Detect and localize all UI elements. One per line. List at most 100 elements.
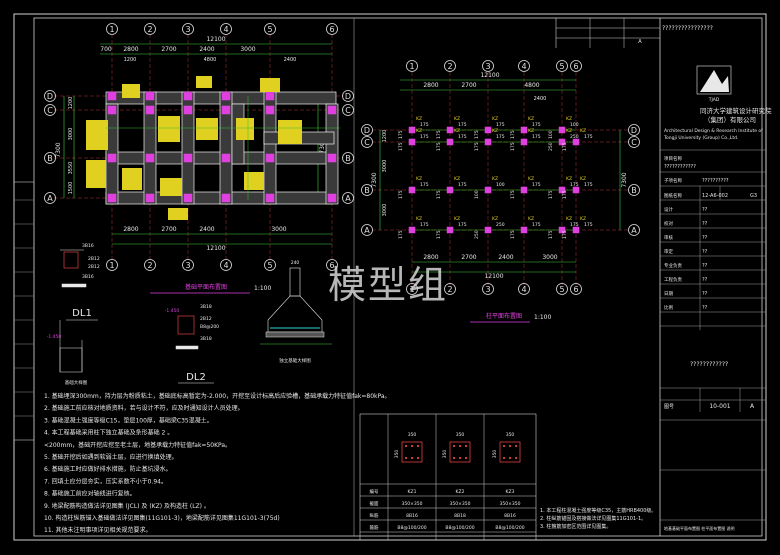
column-pad	[221, 193, 231, 203]
table-note-2: 2. 柱纵筋锚固及搭接做法详见图集11G101-1。	[540, 515, 646, 522]
r-axis-left-C: C	[364, 138, 370, 147]
r-axis-bottom-4-bubble	[518, 283, 530, 295]
col-dim: 175	[436, 230, 442, 239]
r-dim-bottom-overall: 12100	[484, 273, 503, 280]
note-line-10: 9. 地梁配筋构造做法详见图集 (JCL) 及 (KZ) 及构造柱 (LZ) 。	[44, 502, 210, 510]
r-axis-bottom-6: 6	[573, 285, 578, 294]
table-row-label: 纵筋	[370, 512, 379, 519]
rebar-dot	[410, 444, 414, 448]
dl1-bar: 3B16	[82, 243, 94, 249]
rebar-note	[196, 118, 218, 140]
dim-bottom-3: 3000	[271, 226, 286, 233]
footing-column	[289, 267, 301, 297]
r-axis-left-A: A	[364, 226, 370, 235]
col-tag: KZ	[492, 176, 498, 182]
axis-bottom-1-bubble	[106, 259, 118, 271]
dl2-section	[177, 315, 195, 335]
r-axis-top-2-bubble	[444, 60, 456, 72]
dim-top-2: 2700	[161, 46, 176, 53]
col-tag: KZ	[492, 128, 498, 134]
tb-label: 校对	[664, 220, 673, 227]
axis-right-D-bubble	[342, 90, 354, 102]
dim-bottom-2: 2400	[199, 226, 214, 233]
dl2-bar: B8@200	[200, 324, 219, 330]
rebar-note	[244, 172, 264, 190]
r-axis-bottom-5-bubble	[556, 283, 568, 295]
r-axis-left-C-bubble	[361, 136, 373, 148]
sheet-version: A	[750, 403, 755, 410]
footing-pad	[265, 331, 325, 338]
column	[572, 226, 580, 234]
axis-top-2: 2	[147, 25, 152, 34]
dl1-base	[61, 283, 87, 288]
detail-caption-1: 基础大样图	[65, 379, 88, 386]
table-cell: 350×350	[450, 501, 471, 507]
col-dim: 175	[436, 142, 442, 151]
column-section-KZ2	[449, 441, 471, 463]
rebar-dot	[502, 444, 506, 448]
r-axis-bottom-3-bubble	[482, 283, 494, 295]
rebar-note	[278, 120, 302, 144]
r-dim-side-overall: 7300	[371, 172, 378, 187]
r-axis-top-3-bubble	[482, 60, 494, 72]
col-dim: 175	[436, 190, 442, 199]
col-dim: 175	[584, 134, 593, 140]
r-axis-top-3: 3	[485, 62, 490, 71]
column-pad	[265, 91, 275, 101]
col-tag: KZ	[454, 176, 460, 182]
column-pad	[107, 105, 117, 115]
axis-top-6-bubble	[326, 23, 338, 35]
dl1-bar: 2B12	[88, 256, 100, 262]
col-dim: 100	[570, 122, 579, 128]
r-axis-bottom-1-bubble	[406, 283, 418, 295]
axis-bottom-5-bubble	[264, 259, 276, 271]
column-pad	[221, 105, 231, 115]
axis-left-C-bubble	[44, 104, 56, 116]
r-dim-bottom-0: 2800	[423, 254, 438, 261]
column-pad	[265, 153, 275, 163]
dim-bottom-overall: 12100	[206, 245, 225, 252]
tb-qmarks-1: ????????????????	[662, 25, 713, 32]
axis-bottom-6: 6	[329, 261, 334, 270]
plan-scale-right: 1:100	[534, 314, 551, 321]
tb-qmarks-3: ??????????	[702, 178, 729, 184]
col-dim: 175	[510, 130, 516, 139]
dl2-label: DL2	[186, 372, 206, 383]
column-pad	[107, 193, 117, 203]
column-size: 350	[408, 432, 417, 438]
r-axis-right-C-bubble	[628, 136, 640, 148]
col-tag: KZ	[416, 128, 422, 134]
logo-icon	[696, 65, 732, 95]
r-axis-bottom-1: 1	[409, 285, 414, 294]
col-dim: 175	[562, 230, 568, 239]
column	[484, 226, 492, 234]
col-dim: 175	[510, 142, 516, 151]
col-tag: KZ	[528, 176, 534, 182]
rebar-dot	[410, 456, 414, 460]
r-axis-left-B-bubble	[361, 184, 373, 196]
r-axis-right-D-bubble	[628, 124, 640, 136]
rebar-note	[86, 120, 108, 150]
table-row-label: 截面	[370, 500, 379, 507]
r-dim-sub: 2400	[534, 96, 547, 102]
note-line-9: 8. 基础施工前应对轴线进行复核。	[44, 490, 136, 498]
axis-bottom-6-bubble	[326, 259, 338, 271]
r-axis-right-D: D	[631, 126, 637, 135]
dl1-bar: 3B16	[82, 274, 94, 280]
r-dim-side-r: 7300	[621, 172, 628, 187]
col-dim: 175	[562, 142, 568, 151]
col-dim: 175	[398, 142, 404, 151]
axis-bottom-1: 1	[109, 261, 114, 270]
col-dim: 175	[474, 130, 480, 139]
r-axis-left-D-bubble	[361, 124, 373, 136]
col-dim: 100	[474, 190, 480, 199]
column-table	[359, 413, 537, 541]
rebar-note	[160, 178, 182, 196]
col-dim: 175	[584, 222, 593, 228]
rev-version: A	[638, 39, 642, 45]
rebar-note	[86, 160, 106, 188]
column-pad	[183, 91, 193, 101]
table-cell: KZ1	[408, 489, 417, 495]
col-dim: 100	[548, 130, 554, 139]
